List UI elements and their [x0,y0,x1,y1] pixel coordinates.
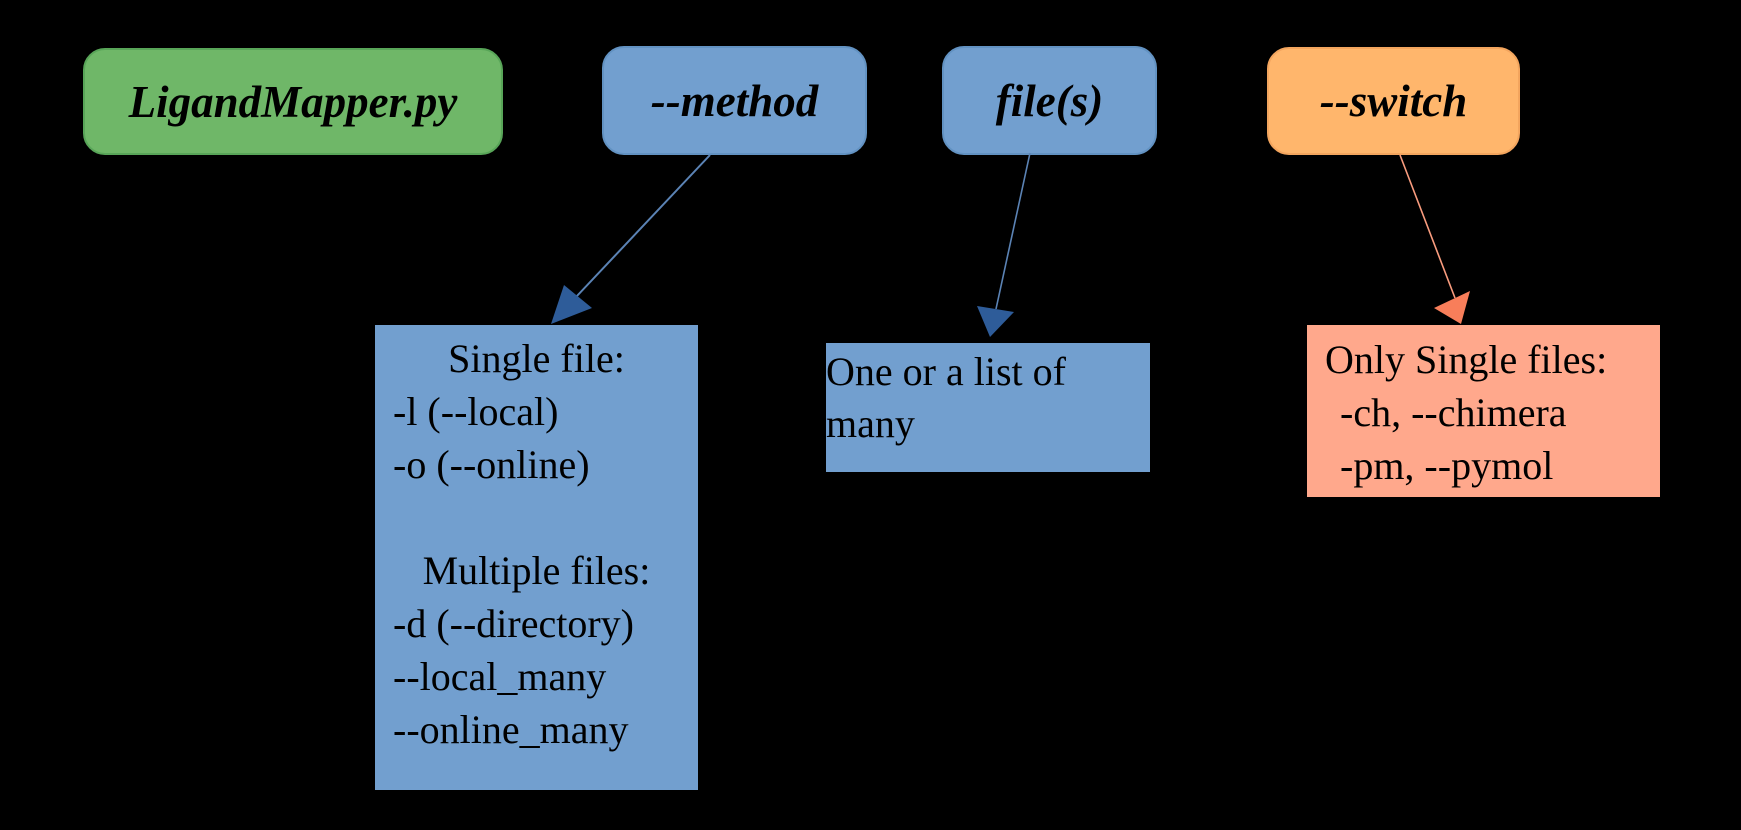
method-options-heading-multiple: Multiple files: [422,548,651,593]
node-switch-label: --switch [1319,76,1468,126]
node-ligandmapper-label: LigandMapper.py [128,76,458,127]
switch-option-pymol: -pm, --pymol [1340,443,1554,488]
node-files-arg: file(s) [942,46,1157,155]
files-description-line1: One or a list of [826,349,1066,394]
switch-arrow-line [1399,154,1456,299]
method-option-directory: -d (--directory) [393,601,634,646]
method-option-local: -l (--local) [393,389,559,434]
method-option-online-many: --online_many [393,707,629,752]
files-arrowhead-icon [977,306,1014,337]
files-description-box: One or a list of many [826,343,1150,472]
method-arrowhead-icon [551,285,592,324]
switch-options-heading: Only Single files: [1325,337,1608,382]
files-description-line2: many [826,401,915,446]
switch-option-chimera: -ch, --chimera [1340,390,1567,435]
files-arrow-line [995,152,1031,310]
node-switch-flag: --switch [1267,47,1520,155]
method-arrow-line [575,154,711,298]
node-ligandmapper-script: LigandMapper.py [83,48,503,155]
switch-arrowhead-icon [1434,291,1470,324]
node-method-flag: --method [602,46,867,155]
method-option-local-many: --local_many [393,654,607,699]
method-option-online: -o (--online) [393,442,590,487]
switch-options-box: Only Single files: -ch, --chimera -pm, -… [1307,325,1660,497]
method-options-heading-single: Single file: [448,336,625,381]
method-options-spacer [393,491,680,544]
node-method-label: --method [650,75,819,126]
node-files-label: file(s) [995,75,1104,126]
method-options-box: Single file: -l (--local) -o (--online) … [375,325,698,790]
